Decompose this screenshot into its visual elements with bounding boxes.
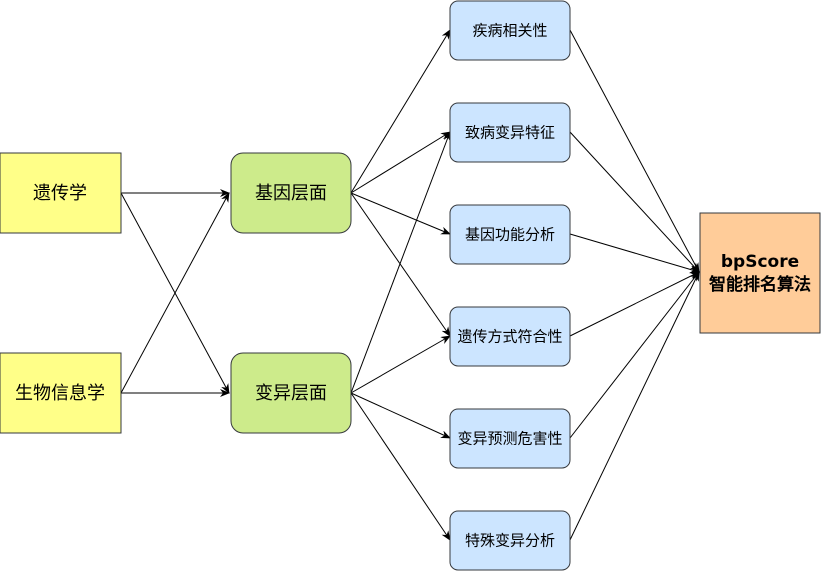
edge-bioinformatics-to-gene-level [120, 192, 230, 394]
node-gene-level-label: 基因层面 [255, 183, 327, 204]
node-pathogenic-features-box [449, 102, 571, 163]
node-genetics: 遗传学 [0, 152, 122, 234]
node-special-variant-label: 特殊变异分析 [465, 532, 555, 550]
edge-variant-level-to-variant-harm [350, 392, 451, 439]
node-genetics-label: 遗传学 [33, 183, 87, 204]
node-variant-level: 变异层面 [230, 352, 352, 434]
node-bioinformatics-label: 生物信息学 [15, 383, 105, 404]
node-variant-harm-box [449, 408, 571, 469]
node-gene-level: 基因层面 [230, 152, 352, 234]
edge-inheritance-pattern-to-algorithm [569, 271, 700, 337]
edge-variant-level-to-pathogenic-features [350, 131, 451, 394]
node-inheritance-pattern-label: 遗传方式符合性 [457, 328, 562, 346]
node-variant-harm: 变异预测危害性 [449, 408, 571, 469]
edge-pathogenic-features-to-algorithm [569, 131, 700, 273]
node-gene-function-box [449, 204, 571, 265]
edge-gene-level-to-inheritance-pattern [350, 192, 451, 337]
node-variant-level-label: 变异层面 [255, 383, 327, 404]
edge-special-variant-to-algorithm [569, 271, 700, 541]
node-special-variant-box [449, 510, 571, 571]
node-algorithm-label-line2: 智能排名算法 [709, 274, 811, 295]
edge-variant-harm-to-algorithm [569, 271, 700, 439]
node-disease-relevance-label: 疾病相关性 [472, 22, 547, 40]
edge-gene-level-to-gene-function [350, 192, 451, 235]
node-disease-relevance-box [449, 0, 571, 61]
edge-gene-level-to-disease-relevance [350, 29, 451, 194]
node-inheritance-pattern: 遗传方式符合性 [449, 306, 571, 367]
node-algorithm-box [699, 212, 821, 334]
edge-variant-level-to-special-variant [350, 392, 451, 541]
node-algorithm-label-line1: bpScore [721, 252, 799, 272]
node-pathogenic-features: 致病变异特征 [449, 102, 571, 163]
node-variant-level-box [230, 352, 352, 434]
edge-disease-relevance-to-algorithm [569, 29, 700, 273]
node-disease-relevance: 疾病相关性 [449, 0, 571, 61]
edge-gene-level-to-pathogenic-features [350, 131, 451, 194]
edges [120, 29, 700, 541]
node-genetics-box [0, 152, 122, 234]
node-algorithm: bpScore 智能排名算法 [699, 212, 821, 334]
node-bioinformatics: 生物信息学 [0, 352, 122, 434]
edge-gene-function-to-algorithm [569, 233, 700, 274]
node-special-variant: 特殊变异分析 [449, 510, 571, 571]
node-gene-level-box [230, 152, 352, 234]
node-inheritance-pattern-box [449, 306, 571, 367]
node-gene-function-label: 基因功能分析 [465, 226, 555, 244]
edge-variant-level-to-inheritance-pattern [350, 335, 451, 394]
node-pathogenic-features-label: 致病变异特征 [465, 124, 555, 142]
node-bioinformatics-box [0, 352, 122, 434]
node-gene-function: 基因功能分析 [449, 204, 571, 265]
node-variant-harm-label: 变异预测危害性 [457, 430, 562, 448]
